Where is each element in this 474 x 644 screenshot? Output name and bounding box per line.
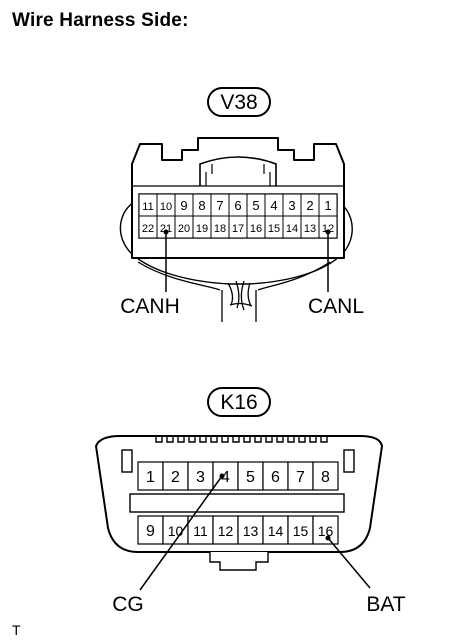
page-title: Wire Harness Side: bbox=[12, 10, 189, 31]
k16-pin-label-4: 4 bbox=[221, 469, 230, 486]
k16-pin-cell bbox=[187, 515, 214, 545]
v38-pin-label-22: 22 bbox=[142, 223, 154, 235]
v38-pin-label-10: 10 bbox=[160, 201, 172, 213]
v38-id-badge bbox=[207, 87, 271, 117]
k16-pin-label-13: 13 bbox=[243, 523, 259, 539]
v38-pin-label-11: 11 bbox=[142, 201, 153, 213]
v38-pin-label-17: 17 bbox=[232, 223, 244, 235]
k16-pin-label-14: 14 bbox=[268, 523, 284, 539]
k16-pin-label-1: 1 bbox=[146, 469, 155, 486]
k16-pin-label-9: 9 bbox=[146, 523, 155, 540]
v38-pin-label-13: 13 bbox=[304, 223, 316, 235]
v38-pin-label-4: 4 bbox=[270, 198, 277, 213]
k16-right-latch bbox=[343, 449, 355, 473]
k16-pin-label-11: 11 bbox=[193, 523, 208, 539]
k16-pin-label-16: 16 bbox=[318, 523, 334, 539]
k16-pin-label-15: 15 bbox=[293, 523, 309, 539]
v38-pin-label-9: 9 bbox=[180, 198, 187, 213]
k16-bat-label: BAT bbox=[366, 593, 405, 616]
k16-pin-label-10: 10 bbox=[168, 523, 184, 539]
k16-pin-label-3: 3 bbox=[196, 469, 205, 486]
v38-pin-label-2: 2 bbox=[306, 198, 313, 213]
v38-pin-label-8: 8 bbox=[198, 198, 205, 213]
k16-pin-cell bbox=[312, 461, 339, 491]
v38-pin-label-14: 14 bbox=[286, 223, 298, 235]
v38-pin-label-15: 15 bbox=[268, 223, 280, 235]
k16-pin-label-5: 5 bbox=[246, 469, 255, 486]
k16-pin-label-2: 2 bbox=[171, 469, 180, 486]
v38-id-label: V38 bbox=[220, 91, 257, 114]
v38-pin-label-20: 20 bbox=[178, 223, 190, 235]
v38-lock-tab bbox=[199, 156, 277, 186]
k16-id-badge bbox=[207, 387, 271, 417]
k16-top-serrations bbox=[155, 436, 328, 443]
k16-pin-label-6: 6 bbox=[271, 469, 280, 486]
k16-left-latch bbox=[121, 449, 133, 473]
k16-pin-label-8: 8 bbox=[321, 469, 330, 486]
v38-pin-label-5: 5 bbox=[252, 198, 259, 213]
k16-bat-leader bbox=[327, 537, 371, 589]
k16-pin-cell bbox=[287, 461, 314, 491]
k16-id-label: K16 bbox=[220, 391, 257, 414]
v38-harness-loop bbox=[119, 195, 353, 285]
v38-wire-bundle bbox=[137, 261, 331, 322]
k16-pin-cell bbox=[162, 461, 189, 491]
k16-pin-label-7: 7 bbox=[296, 469, 305, 486]
k16-cg-label: CG bbox=[112, 593, 144, 616]
v38-pin-label-6: 6 bbox=[234, 198, 241, 213]
v38-pin-label-3: 3 bbox=[288, 198, 295, 213]
k16-pin-cell bbox=[137, 515, 164, 545]
v38-canh-label: CANH bbox=[120, 295, 180, 318]
k16-pin-cell bbox=[312, 515, 339, 545]
v38-pin-label-1: 1 bbox=[324, 198, 331, 213]
v38-pin-label-21: 21 bbox=[160, 223, 172, 235]
k16-pin-cell bbox=[187, 461, 214, 491]
v38-pin-label-18: 18 bbox=[214, 223, 226, 235]
k16-pin-cell bbox=[212, 461, 239, 491]
k16-center-rib bbox=[129, 493, 345, 513]
v38-pin-label-19: 19 bbox=[196, 223, 208, 235]
v38-pin-label-7: 7 bbox=[216, 198, 223, 213]
k16-cg-leader bbox=[139, 475, 223, 591]
k16-bottom-key bbox=[209, 552, 269, 571]
v38-canl-label: CANL bbox=[308, 295, 364, 318]
v38-pin-label-12: 12 bbox=[322, 223, 334, 235]
footer-mark: T bbox=[12, 622, 21, 638]
k16-pin-label-12: 12 bbox=[218, 523, 234, 539]
v38-pin-label-16: 16 bbox=[250, 223, 262, 235]
